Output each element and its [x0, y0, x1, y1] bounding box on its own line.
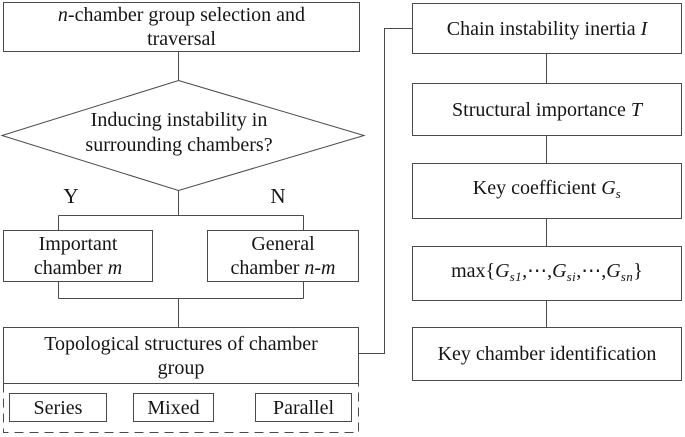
- text-line: Important: [39, 232, 118, 256]
- node-mixed: Mixed: [133, 393, 214, 422]
- text-part: n-m: [304, 257, 336, 279]
- text-line: surrounding chambers?: [38, 133, 320, 158]
- topology-group-dashed-frame: [3, 383, 359, 433]
- branch-label-yes: Y: [63, 184, 79, 208]
- text-part: G: [552, 259, 567, 282]
- text-part: si: [566, 268, 577, 284]
- node-key-chamber-identification: Key chamber identification: [412, 327, 682, 381]
- node-parallel: Parallel: [255, 393, 352, 422]
- text-part: Topological structures of chamber: [44, 332, 318, 355]
- text-line: General: [251, 232, 314, 256]
- text-part: Important: [38, 233, 118, 255]
- text-line: Topological structures of chamber: [44, 332, 318, 356]
- text-part: I: [640, 17, 648, 40]
- text-part: sn: [620, 268, 634, 284]
- text-line: Key chamber identification: [438, 342, 657, 366]
- text-line: n-chamber group selection and: [58, 3, 305, 27]
- text-line: max{Gs1,⋯,Gsi,⋯,Gsn}: [451, 259, 643, 289]
- text-part: G: [606, 259, 621, 282]
- text-part: Mixed: [147, 396, 200, 419]
- text-part: Key coefficient: [472, 177, 602, 199]
- text-part: T: [630, 98, 642, 121]
- text-part: Series: [33, 396, 83, 419]
- text-part: }: [633, 259, 643, 282]
- text-part: G: [495, 259, 510, 282]
- text-line: Key coefficient Gs: [473, 176, 621, 206]
- text-part: chamber: [33, 257, 108, 279]
- text-part: ,⋯,: [576, 259, 607, 282]
- text-part: Inducing instability in: [90, 109, 268, 131]
- text-part: s: [615, 186, 622, 201]
- node-decision-label: Inducing instability in surrounding chamb…: [38, 108, 320, 158]
- text-part: General: [251, 233, 315, 255]
- node-key-coefficient: Key coefficient Gs: [412, 163, 682, 219]
- text-part: traversal: [147, 28, 216, 50]
- node-structural-importance: Structural importance T: [412, 83, 682, 136]
- text-part: Chain instability inertia: [446, 17, 641, 40]
- text-line: chamber m: [34, 256, 122, 280]
- node-chain-instability-inertia: Chain instability inertia I: [412, 3, 682, 54]
- text-line: traversal: [147, 27, 216, 51]
- text-part: s1: [509, 268, 523, 284]
- text-part: chamber: [230, 257, 305, 279]
- text-part: ,⋯,: [522, 259, 553, 282]
- text-line: Parallel: [273, 396, 334, 420]
- text-part: Key chamber identification: [437, 343, 657, 365]
- text-line: Inducing instability in: [38, 108, 320, 133]
- node-series: Series: [9, 393, 107, 422]
- text-part: Parallel: [272, 396, 335, 419]
- text-line: Mixed: [147, 396, 199, 420]
- branch-label-no: N: [270, 184, 286, 208]
- text-line: Series: [34, 396, 83, 420]
- text-line: Structural importance T: [452, 98, 642, 122]
- text-part: G: [601, 177, 616, 199]
- text-part: group: [157, 356, 205, 379]
- text-part: -chamber group selection and: [67, 4, 306, 26]
- text-part: n: [57, 4, 68, 26]
- text-part: max{: [451, 259, 496, 282]
- connector-topological-to-chain: [357, 28, 412, 354]
- text-part: m: [107, 257, 123, 279]
- text-line: Chain instability inertia I: [447, 17, 648, 41]
- text-part: surrounding chambers?: [85, 134, 273, 156]
- node-max-selection-formula: max{Gs1,⋯,Gsi,⋯,Gsn}: [412, 246, 682, 301]
- text-line: chamber n-m: [231, 256, 336, 280]
- text-part: Structural importance: [452, 98, 631, 121]
- text-line: group: [158, 356, 205, 380]
